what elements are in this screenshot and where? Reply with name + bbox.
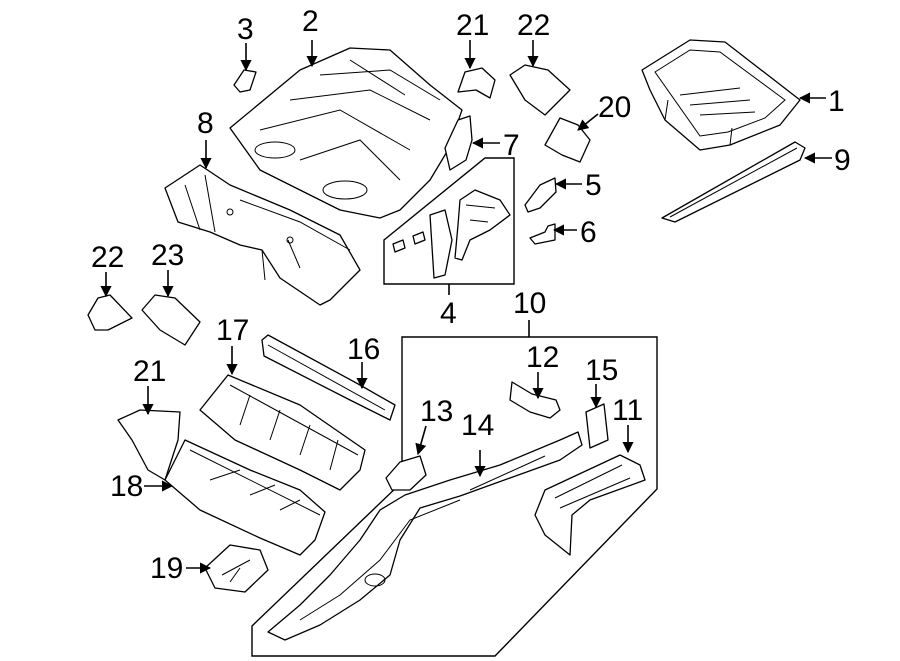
- callout-19: 19: [150, 552, 183, 585]
- callout-4: 4: [440, 297, 457, 330]
- callout-9: 9: [834, 144, 851, 177]
- part-15-plate: [585, 403, 609, 449]
- callout-10: 10: [513, 287, 546, 320]
- callout-11: 11: [612, 394, 643, 427]
- part-6-bracket: [529, 223, 556, 245]
- callout-14: 14: [461, 409, 494, 442]
- leader-13: [415, 425, 427, 456]
- callout-2: 2: [302, 5, 319, 38]
- part-18-floor-section: [164, 439, 326, 556]
- part-20-bracket: [544, 117, 591, 163]
- part-17-floor-section: [199, 374, 366, 491]
- part-16-crossmember: [261, 334, 396, 421]
- callout-21-lower: 21: [133, 355, 166, 388]
- part-5-bracket: [524, 177, 557, 213]
- callout-21-upper: 21: [456, 9, 489, 42]
- part-19-patch: [204, 544, 269, 593]
- part-1-spare-tire-tub: [641, 39, 801, 151]
- callout-22-upper: 22: [517, 9, 550, 42]
- leader-20: [577, 113, 599, 131]
- callout-13: 13: [420, 395, 453, 428]
- part-8-rear-panel: [164, 164, 361, 306]
- part-21-bracket-upper: [457, 67, 496, 99]
- callout-18: 18: [110, 470, 143, 503]
- callout-8: 8: [197, 107, 214, 140]
- part-2-rear-floor-pan: [229, 47, 463, 219]
- part-9-detail: [669, 147, 798, 218]
- callout-23: 23: [151, 239, 184, 272]
- part-12-bracket: [509, 381, 561, 419]
- callout-12: 12: [526, 341, 559, 374]
- group-10-frame: [251, 336, 658, 657]
- callout-7: 7: [503, 129, 520, 162]
- callout-3: 3: [237, 13, 254, 46]
- part-13-gusset: [385, 455, 427, 491]
- callout-1: 1: [828, 85, 845, 118]
- callout-6: 6: [580, 216, 597, 249]
- callout-15: 15: [585, 354, 618, 387]
- callout-16: 16: [347, 333, 380, 366]
- part-14-rear-rail: [267, 431, 583, 641]
- part-4-reinforcement-group: [392, 189, 511, 279]
- part-22-bracket-lower: [87, 294, 133, 331]
- part-11-rail-extension: [534, 454, 646, 556]
- callout-22-lower: 22: [91, 241, 124, 274]
- callout-5: 5: [585, 169, 602, 202]
- part-22-bracket-upper: [509, 64, 571, 116]
- group-4-frame: [383, 157, 515, 285]
- callout-20: 20: [598, 91, 631, 124]
- callout-17: 17: [216, 314, 249, 347]
- part-3-bracket: [233, 69, 257, 93]
- part-23-bracket: [141, 294, 201, 346]
